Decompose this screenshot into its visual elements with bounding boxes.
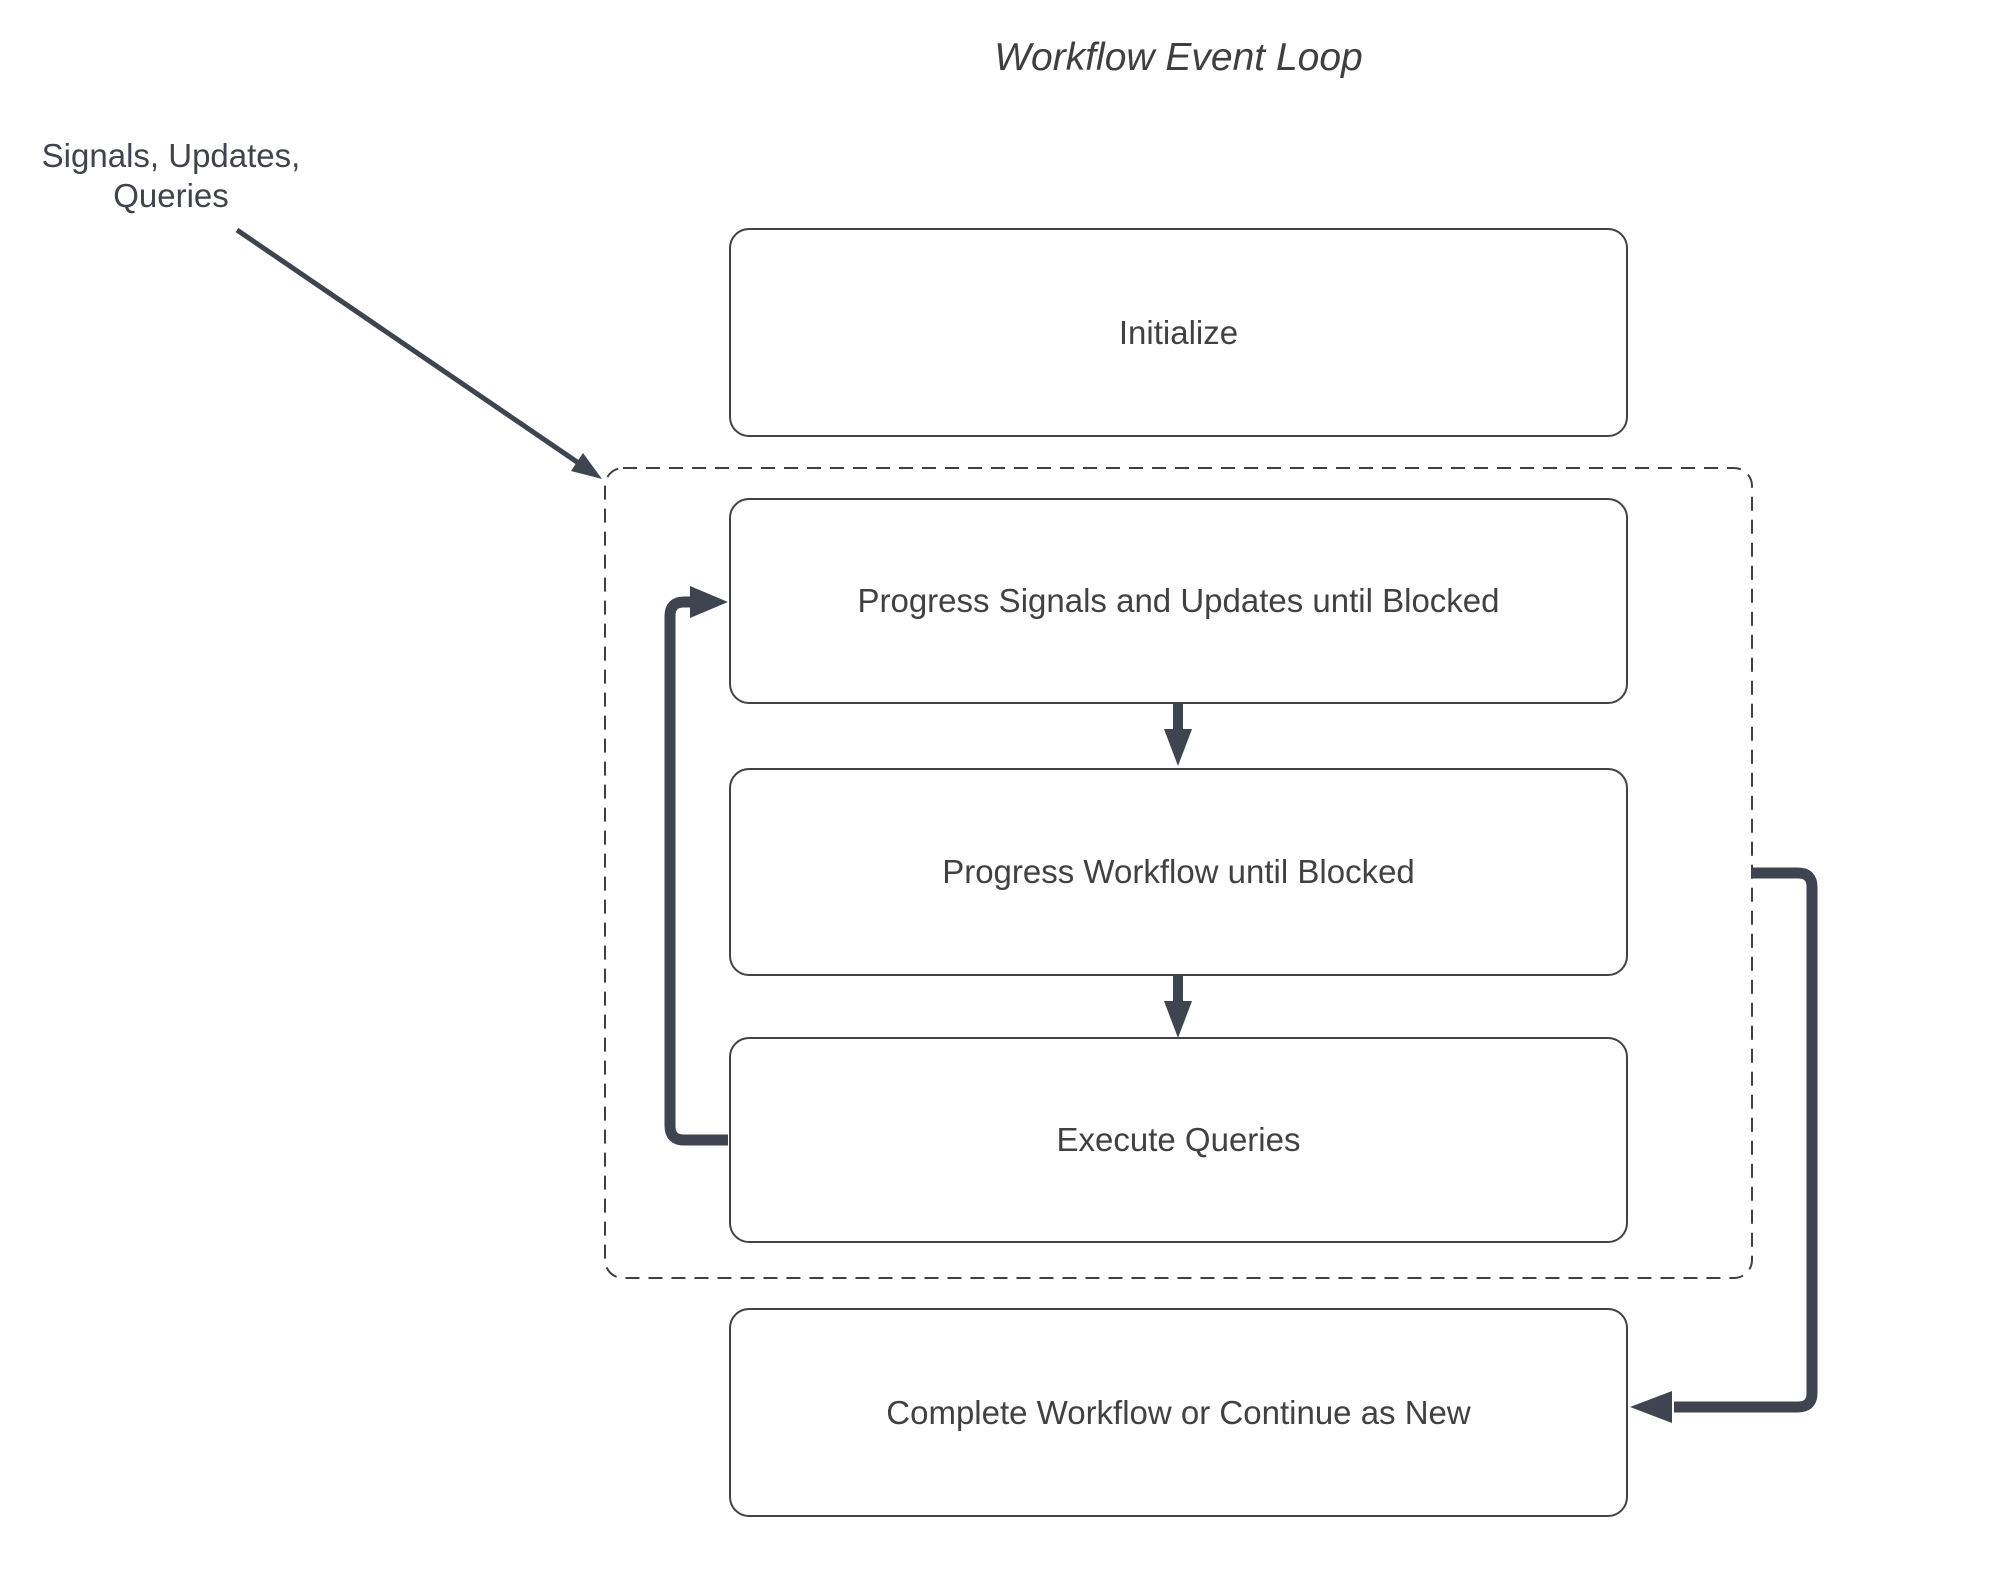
annotation-signals-updates-queries: Signals, Updates, Queries [41, 137, 301, 214]
node-initialize: Initialize [729, 228, 1628, 437]
node-initialize-label: Initialize [1118, 313, 1239, 351]
node-complete-or-continue: Complete Workflow or Continue as New [729, 1308, 1628, 1517]
node-execute-queries: Execute Queries [729, 1037, 1628, 1243]
annotation-arrow [235, 227, 602, 479]
arrow-loop-to-complete [1630, 867, 1818, 1423]
node-execute-queries-label: Execute Queries [1056, 1121, 1301, 1158]
node-complete-or-continue-label: Complete Workflow or Continue as New [886, 1393, 1471, 1431]
arrow-progress-workflow-to-execute-queries [1164, 975, 1192, 1038]
node-progress-workflow: Progress Workflow until Blocked [729, 768, 1628, 976]
node-progress-workflow-label: Progress Workflow until Blocked [942, 853, 1415, 890]
arrow-execute-queries-to-progress-signals [664, 586, 728, 1146]
arrow-progress-signals-to-progress-workflow [1164, 703, 1192, 766]
node-progress-signals-updates: Progress Signals and Updates until Block… [729, 498, 1628, 704]
node-progress-signals-updates-label: Progress Signals and Updates until Block… [857, 582, 1500, 619]
diagram-title: Workflow Event Loop [994, 36, 1363, 79]
